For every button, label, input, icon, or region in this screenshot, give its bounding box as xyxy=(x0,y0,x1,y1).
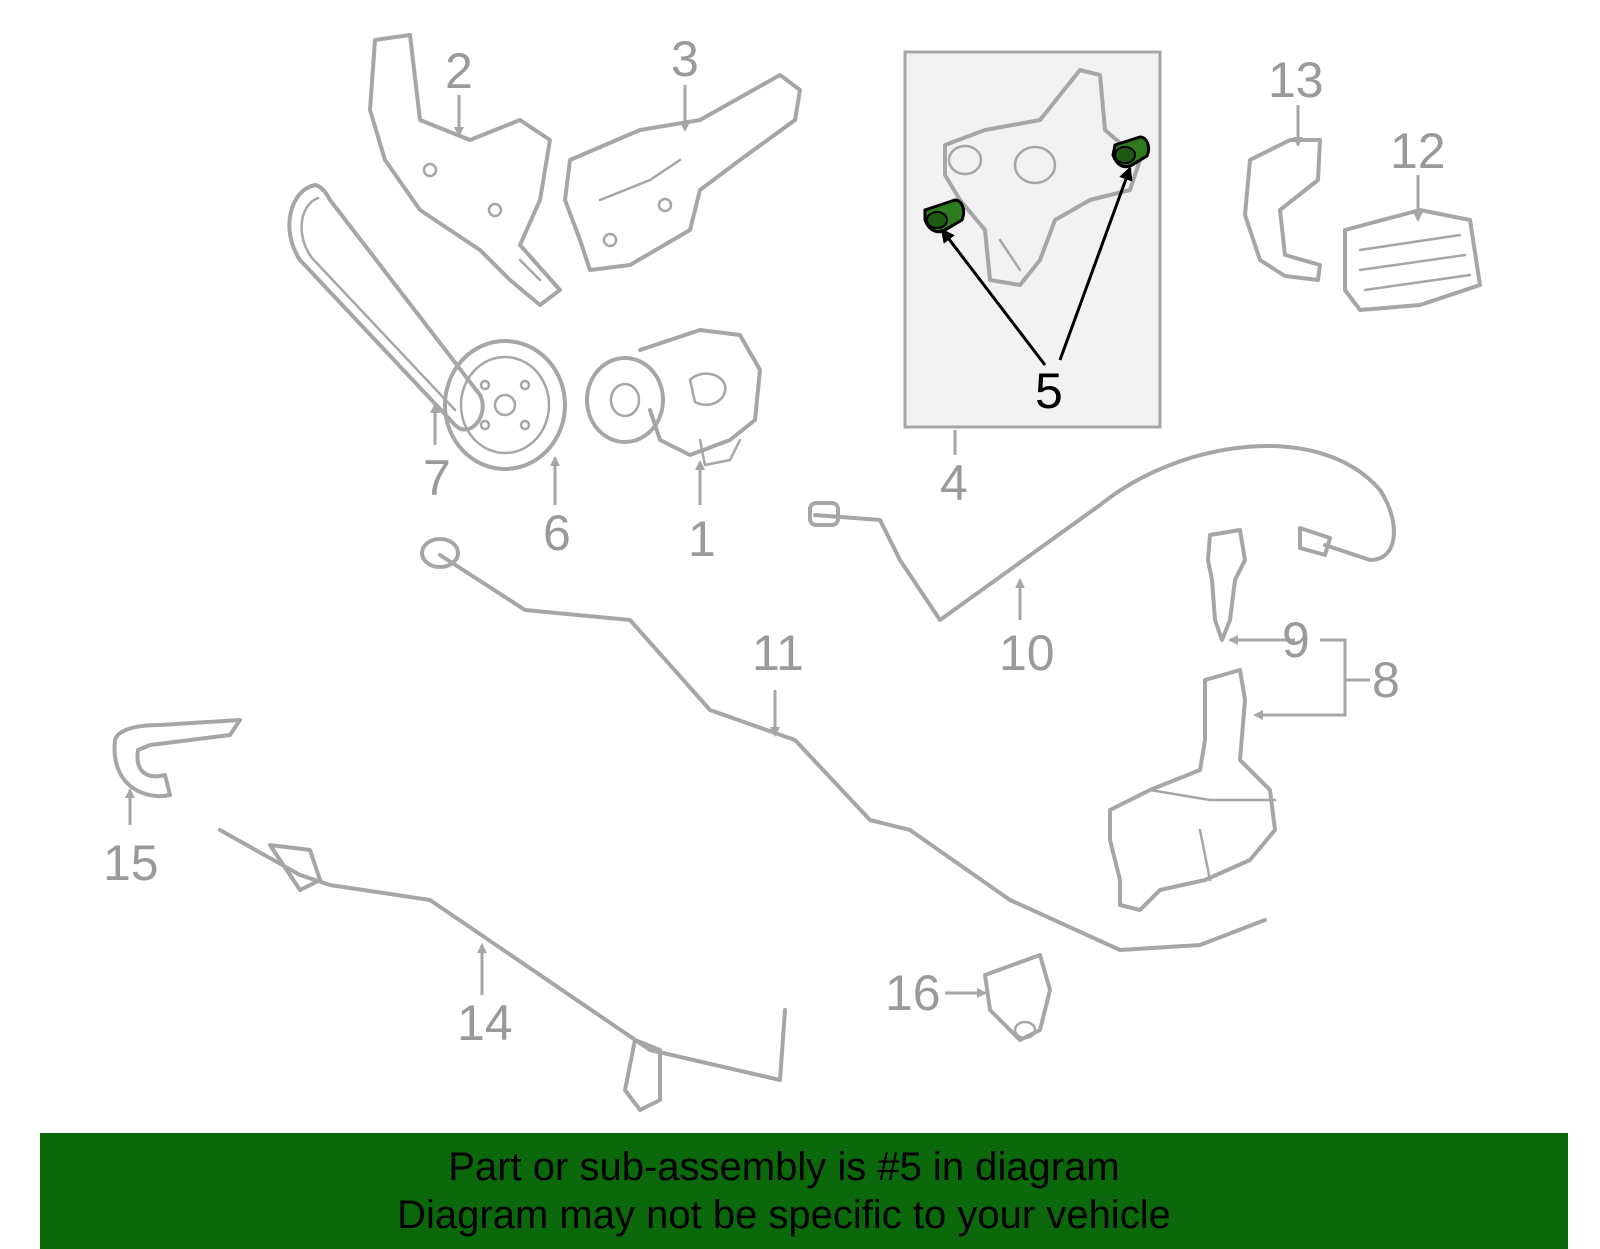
info-banner: Part or sub-assembly is #5 in diagram Di… xyxy=(40,1133,1568,1249)
part-3-pump-bracket[interactable] xyxy=(563,73,802,272)
part-12-cover[interactable] xyxy=(1343,208,1482,312)
part-10-pressure-hose[interactable] xyxy=(808,444,1396,622)
part-16-end-cap[interactable] xyxy=(983,953,1052,1042)
part-1-power-steering-pump[interactable] xyxy=(585,328,762,467)
callout-11: 11 xyxy=(752,625,804,681)
callout-12: 12 xyxy=(1390,123,1446,179)
callout-15: 15 xyxy=(103,835,159,891)
callout-8: 8 xyxy=(1372,652,1400,708)
part-9-reservoir-cap[interactable] xyxy=(1206,528,1247,642)
part-5-bushing-left[interactable] xyxy=(923,198,966,234)
part-15-hose-elbow[interactable] xyxy=(112,718,242,799)
banner-line-2: Diagram may not be specific to your vehi… xyxy=(397,1193,1171,1237)
callout-16: 16 xyxy=(885,965,941,1021)
banner-line-1: Part or sub-assembly is #5 in diagram xyxy=(448,1145,1120,1189)
part-4-assembly-box[interactable] xyxy=(903,50,1162,429)
callout-3: 3 xyxy=(671,31,699,87)
callout-10: 10 xyxy=(999,625,1055,681)
part-8-reservoir[interactable] xyxy=(1108,668,1277,912)
callout-7: 7 xyxy=(423,450,451,506)
part-5-bushing-right[interactable] xyxy=(1111,135,1151,169)
callout-9: 9 xyxy=(1282,612,1310,668)
part-11-return-line[interactable] xyxy=(420,537,1267,952)
callout-1: 1 xyxy=(688,511,716,567)
callout-4: 4 xyxy=(940,455,968,511)
callout-2: 2 xyxy=(445,43,473,99)
part-14-lower-line[interactable] xyxy=(218,828,787,1112)
part-13-bracket[interactable] xyxy=(1243,138,1322,282)
callout-13: 13 xyxy=(1268,52,1324,108)
part-2-mounting-bracket[interactable] xyxy=(368,33,562,307)
callout-6: 6 xyxy=(543,505,571,561)
part-7-drive-belt[interactable] xyxy=(287,183,485,432)
callout-5: 5 xyxy=(1035,363,1063,419)
part-6-pulley[interactable] xyxy=(443,339,567,471)
callout-14: 14 xyxy=(457,995,513,1051)
